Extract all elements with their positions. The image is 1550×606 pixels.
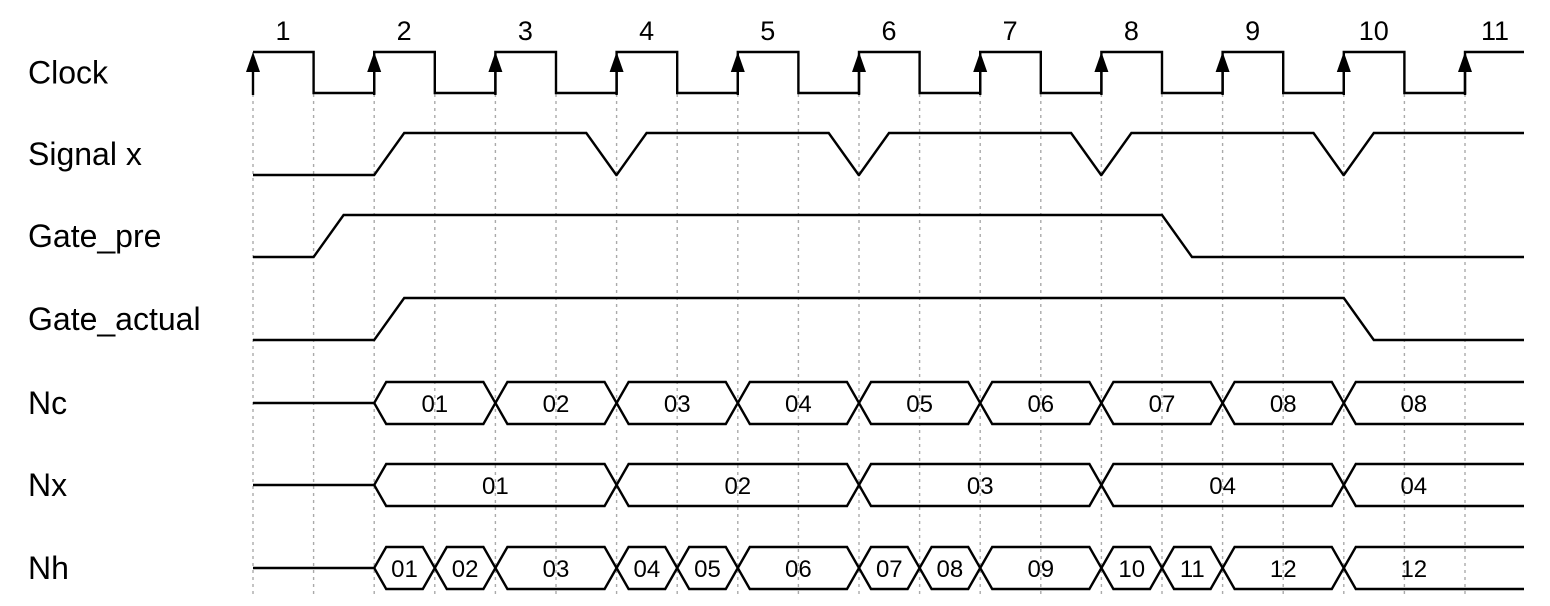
cycle-number: 8 xyxy=(1124,16,1139,46)
signal-label: Gate_pre xyxy=(28,218,161,254)
logic-wave xyxy=(253,131,1524,177)
bus-value: 08 xyxy=(1400,391,1427,418)
signal-label: Nx xyxy=(28,467,67,503)
bus-value: 02 xyxy=(543,391,570,418)
bus-value: 03 xyxy=(967,473,994,500)
bus-value: 07 xyxy=(1149,391,1176,418)
bus-value: 03 xyxy=(543,556,570,583)
rising-edge-arrowhead xyxy=(1215,52,1230,72)
waveform-nh: 01 02 03 04 05 06 07 08 09 10 11 12 12 xyxy=(253,545,1524,591)
bus-value: 06 xyxy=(1027,391,1054,418)
bus-value: 10 xyxy=(1118,556,1145,583)
rising-edge-arrowhead xyxy=(246,52,260,72)
waveform-gate-actual xyxy=(253,296,1524,342)
waveform-nx: 01 02 03 04 04 xyxy=(253,462,1524,508)
waveform-signal-x xyxy=(253,131,1524,177)
rising-edge-arrowhead xyxy=(1336,52,1351,72)
signal-label: Clock xyxy=(28,55,109,91)
cycle-number: 11 xyxy=(1481,16,1509,46)
clock-wave xyxy=(253,50,1524,95)
cycle-number: 1 xyxy=(275,16,290,46)
cycle-number: 3 xyxy=(518,16,533,46)
bus-value: 09 xyxy=(1027,556,1054,583)
cycle-number: 4 xyxy=(639,16,654,46)
waveforms: 01 02 03 04 05 06 07 08 08 01 02 03 04 04 01 02 03 04 05 06… xyxy=(246,50,1524,591)
bus-value: 12 xyxy=(1400,556,1427,583)
rising-edge-arrowhead xyxy=(973,52,988,72)
cycle-number: 9 xyxy=(1245,16,1260,46)
bus-value: 04 xyxy=(785,391,812,418)
signal-label: Nc xyxy=(28,385,67,421)
waveform-nc: 01 02 03 04 05 06 07 08 08 xyxy=(253,380,1524,426)
signal-label: Gate_actual xyxy=(28,301,201,337)
rising-edge-arrowhead xyxy=(488,52,503,72)
logic-wave xyxy=(253,296,1524,342)
rising-edge-arrowhead xyxy=(609,52,624,72)
cycle-number: 10 xyxy=(1359,16,1389,46)
rising-edge-arrowhead xyxy=(1458,52,1472,72)
bus-segment xyxy=(1342,380,1524,426)
cycle-number: 5 xyxy=(760,16,775,46)
bus-value: 03 xyxy=(664,391,691,418)
bus-value: 04 xyxy=(1209,473,1236,500)
bus-value: 12 xyxy=(1270,556,1297,583)
rising-edge-arrowhead xyxy=(1094,52,1109,72)
bus-value: 01 xyxy=(391,556,418,583)
cycle-numbers: 1 2 3 4 5 6 7 8 9 10 11 xyxy=(275,16,1509,46)
bus-segment xyxy=(1342,462,1524,508)
bus-value: 01 xyxy=(482,473,509,500)
waveform-clock xyxy=(246,50,1524,95)
waveform-gate-pre xyxy=(253,213,1524,259)
bus-value: 01 xyxy=(421,391,448,418)
bus-value: 02 xyxy=(724,473,751,500)
signal-label: Signal x xyxy=(28,136,142,172)
bus-value: 05 xyxy=(694,556,721,583)
signal-label: Nh xyxy=(28,550,69,586)
bus-value: 08 xyxy=(1270,391,1297,418)
bus-value: 07 xyxy=(876,556,903,583)
cycle-number: 7 xyxy=(1003,16,1018,46)
logic-wave xyxy=(253,213,1524,259)
bus-segment xyxy=(1342,545,1524,591)
bus-value: 11 xyxy=(1180,556,1205,583)
bus-value: 02 xyxy=(452,556,479,583)
cycle-number: 2 xyxy=(397,16,412,46)
cycle-number: 6 xyxy=(881,16,896,46)
bus-value: 08 xyxy=(937,556,964,583)
bus-value: 04 xyxy=(634,556,661,583)
bus-value: 05 xyxy=(906,391,933,418)
bus-value: 06 xyxy=(785,556,812,583)
bus-value: 04 xyxy=(1400,473,1427,500)
rising-edge-arrowhead xyxy=(730,52,745,72)
rising-edge-arrowhead xyxy=(852,52,866,72)
rising-edge-arrowhead xyxy=(367,52,382,72)
